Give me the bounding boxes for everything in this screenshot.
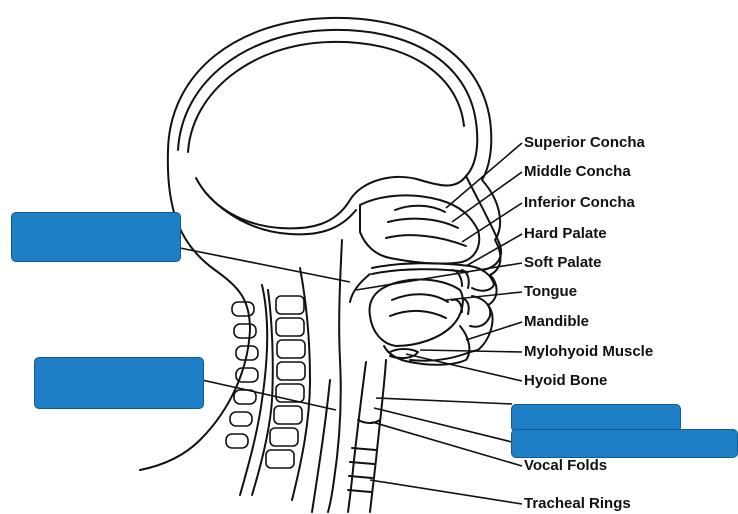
superior-concha [395, 206, 445, 212]
label-inferior-concha: Inferior Concha [524, 194, 635, 212]
inferior-concha [386, 235, 466, 246]
label-hard-palate: Hard Palate [524, 225, 607, 243]
label-middle-concha: Middle Concha [524, 163, 631, 181]
answer-box-right-lower[interactable] [511, 429, 738, 458]
hard-palate [372, 263, 470, 268]
answer-box-right-upper[interactable] [511, 404, 681, 432]
label-tracheal-rings: Tracheal Rings [524, 495, 631, 513]
larynx-front [370, 360, 386, 512]
lower-lip [470, 296, 490, 327]
label-superior-concha: Superior Concha [524, 134, 645, 152]
tongue [369, 280, 462, 347]
skull-inner [178, 30, 477, 176]
middle-concha [388, 219, 458, 228]
answer-box-left-lower[interactable] [34, 357, 204, 409]
label-mylohyoid-muscle: Mylohyoid Muscle [524, 343, 653, 361]
label-soft-palate: Soft Palate [524, 254, 602, 272]
skull-inner-2 [188, 42, 464, 152]
cranial-floor [196, 176, 466, 228]
hyoid-bone [390, 349, 418, 358]
pharynx-wall [328, 240, 342, 512]
esophagus [312, 380, 330, 512]
back-of-head [140, 150, 250, 470]
label-tongue: Tongue [524, 283, 577, 301]
label-vocal-folds: Vocal Folds [524, 457, 607, 475]
label-hyoid-bone: Hyoid Bone [524, 372, 607, 390]
label-mandible: Mandible [524, 313, 589, 331]
answer-box-left-upper[interactable] [11, 212, 181, 262]
